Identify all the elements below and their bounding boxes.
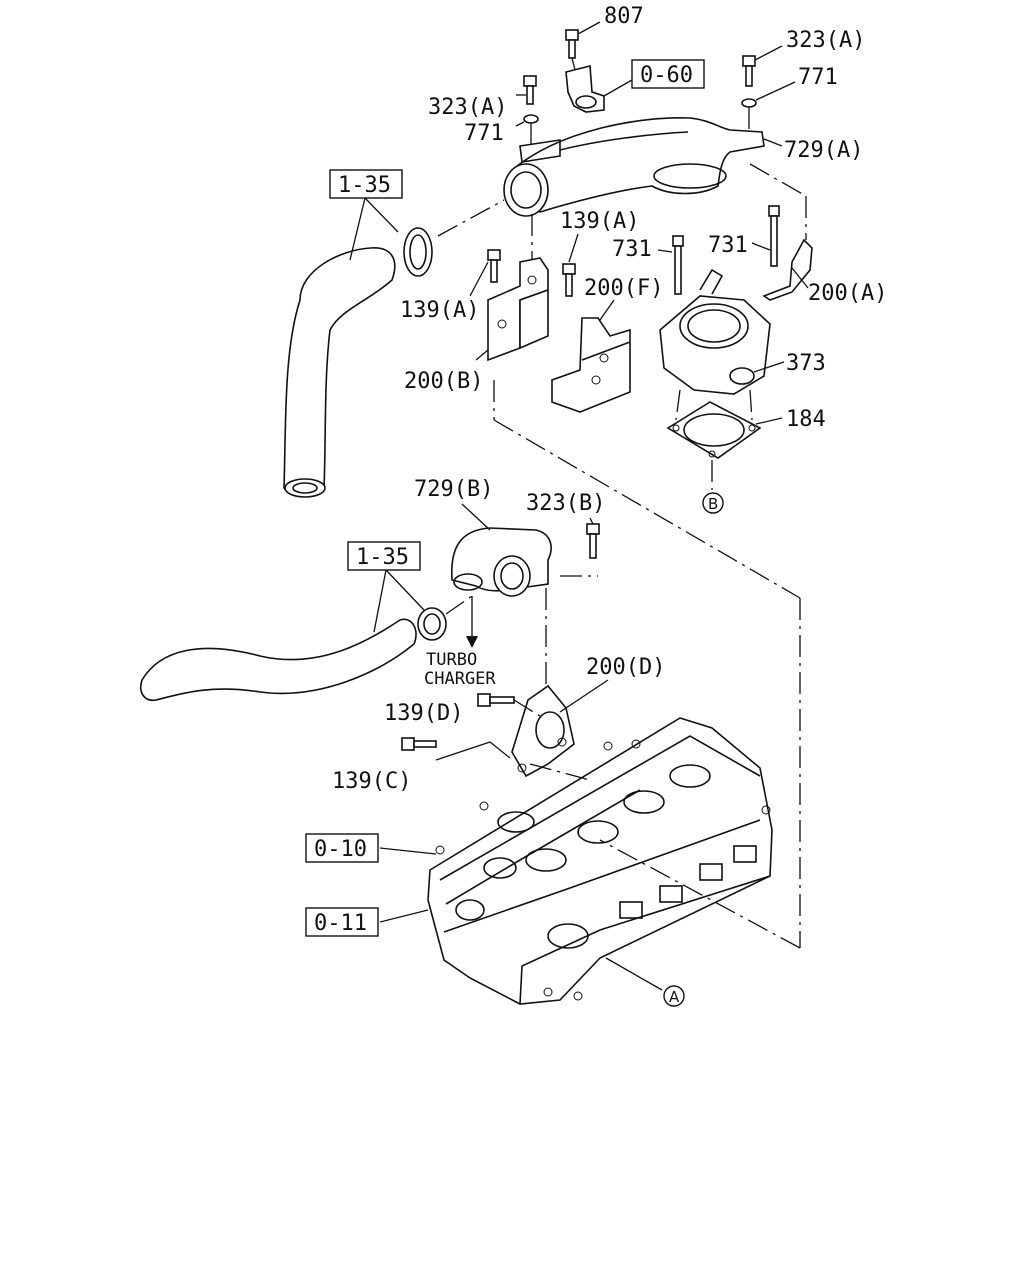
bolt-731-right xyxy=(751,205,780,267)
callout-box-1-35-bottom: 1-35 xyxy=(347,541,421,571)
callout-771-left: 771 xyxy=(464,121,504,146)
bolt-323b xyxy=(560,517,600,577)
bolt-139d xyxy=(477,693,541,717)
hose-1-35-top xyxy=(283,197,505,498)
bolt-731-left xyxy=(657,235,684,295)
callout-807: 807 xyxy=(604,4,644,29)
callout-139c: 139(C) xyxy=(332,769,411,794)
connection-lines xyxy=(529,598,801,949)
bracket-200a xyxy=(749,163,813,301)
callout-373: 373 xyxy=(786,351,826,376)
callout-731-right: 731 xyxy=(708,233,748,258)
callout-200a: 200(A) xyxy=(808,281,887,306)
callout-1-35-bottom: 1-35 xyxy=(356,545,409,570)
turbocharger-label-line1: TURBO xyxy=(426,650,477,670)
callout-139d: 139(D) xyxy=(384,701,463,726)
bracket-200f xyxy=(551,299,631,413)
gasket-184 xyxy=(666,401,783,490)
callout-0-11: 0-11 xyxy=(314,911,367,936)
callout-729a: 729(A) xyxy=(784,138,863,163)
reference-marker-b: B xyxy=(702,492,724,514)
callout-771-right: 771 xyxy=(798,65,838,90)
bolt-323a-right xyxy=(741,45,796,132)
reference-marker-a-label: A xyxy=(669,988,680,1006)
callout-0-10: 0-10 xyxy=(314,837,367,862)
callout-box-0-11: 0-11 xyxy=(305,907,379,937)
callout-729b: 729(B) xyxy=(414,477,493,502)
callout-200d: 200(D) xyxy=(586,655,665,680)
bolt-139c xyxy=(401,737,511,761)
reference-marker-b-label: B xyxy=(708,495,718,513)
callout-box-0-60: 0-60 xyxy=(631,59,705,89)
bolt-139a-left xyxy=(469,249,501,297)
callout-323b: 323(B) xyxy=(526,491,605,516)
callout-box-0-10: 0-10 xyxy=(305,833,379,863)
callout-1-35-top: 1-35 xyxy=(338,173,391,198)
sensor-bracket-0-60 xyxy=(565,64,633,113)
callout-139a-left: 139(A) xyxy=(400,298,479,323)
callout-0-60: 0-60 xyxy=(640,63,693,88)
hose-1-35-bottom xyxy=(140,569,473,702)
callout-731-left: 731 xyxy=(612,237,652,262)
bracket-200b xyxy=(475,257,801,599)
callout-200f: 200(F) xyxy=(584,276,663,301)
intake-pipe-729a xyxy=(503,117,783,262)
callout-box-1-35-top: 1-35 xyxy=(329,169,403,199)
arrow-to-turbocharger xyxy=(466,596,478,648)
callout-184: 184 xyxy=(786,407,826,432)
callout-323a-right: 323(A) xyxy=(786,28,865,53)
callout-323a-left: 323(A) xyxy=(428,95,507,120)
turbocharger-label-line2: CHARGER xyxy=(424,669,496,689)
callout-139a-top: 139(A) xyxy=(560,209,639,234)
pipe-729b xyxy=(450,503,552,700)
callout-200b: 200(B) xyxy=(404,369,483,394)
reference-marker-a: A xyxy=(663,985,685,1007)
bracket-200d xyxy=(511,679,609,778)
cylinder-head xyxy=(379,717,773,1005)
bolt-323a-left xyxy=(515,75,539,150)
bolt-139a-top xyxy=(562,233,579,297)
throttle-body-373 xyxy=(659,268,785,421)
